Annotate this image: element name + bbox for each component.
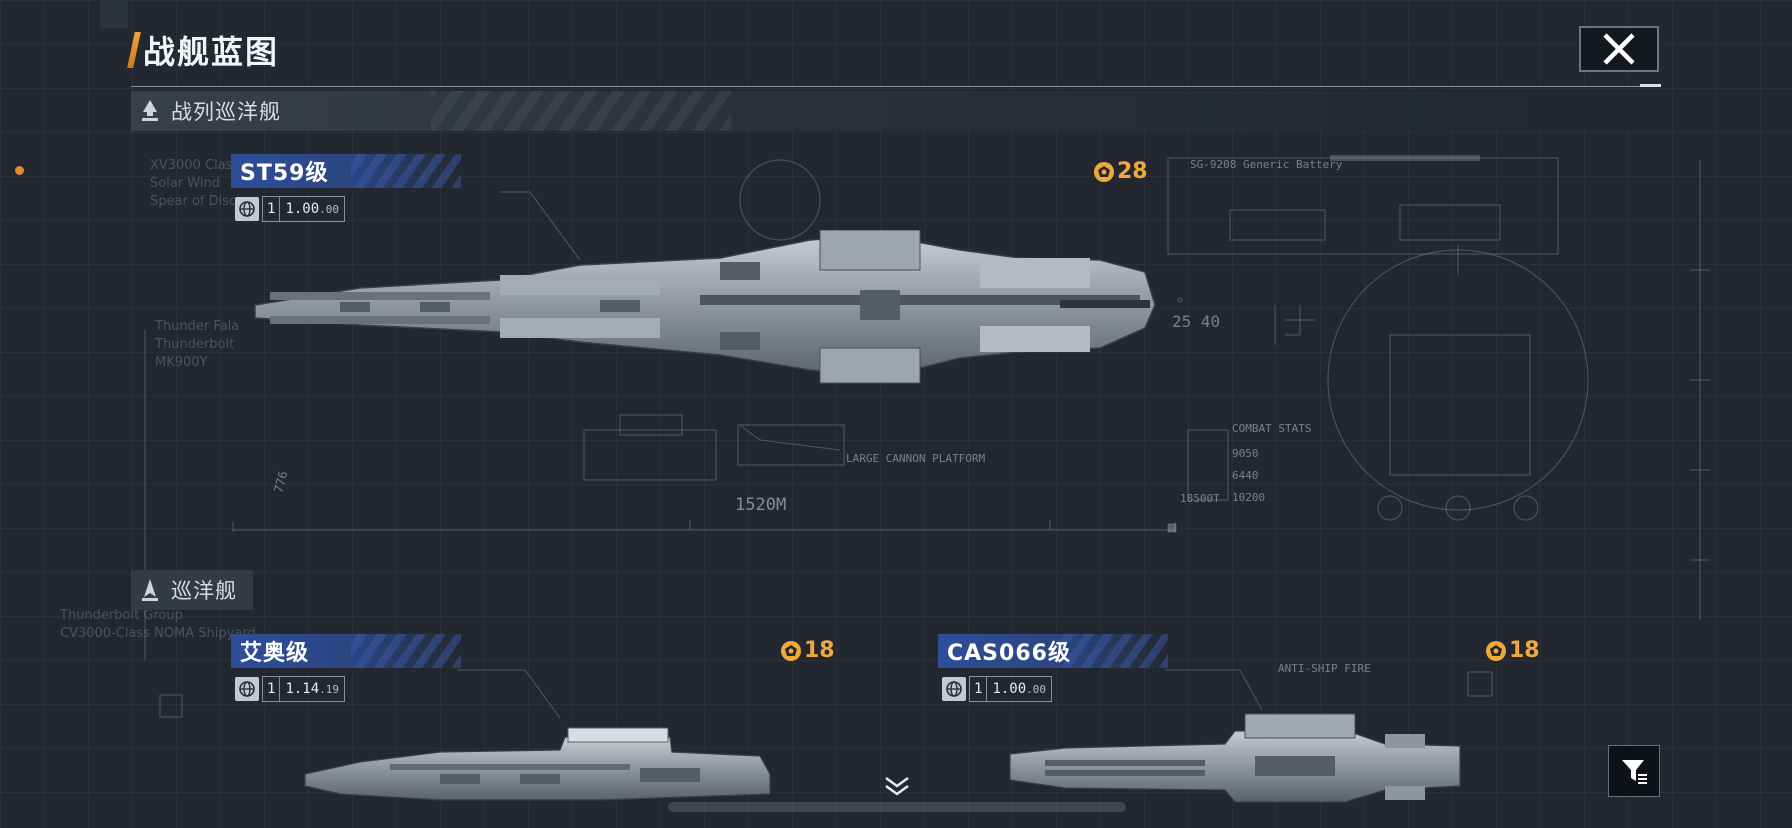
page-title: 战舰蓝图: [143, 33, 280, 71]
ship-card-cas066[interactable]: CAS066级 1 1.00.00 18: [938, 634, 1540, 824]
ship-rank: 1: [263, 677, 281, 701]
ship-meta: 1 1.00.00: [942, 676, 1053, 702]
ship-render-cas066: [1009, 713, 1461, 803]
globe-icon: [942, 677, 966, 701]
scroll-indicator[interactable]: [668, 802, 1126, 812]
ship-cost-value: 28: [1117, 159, 1148, 184]
ghost-text-top: XV3000 Class Solar Wind Spear of Disc: [150, 158, 240, 209]
ghost-text-mid: Thunder Fala Thunderbolt MK900Y: [155, 319, 240, 370]
ship-name-plate: 艾奥级: [231, 634, 461, 668]
ghost-text-bottom: Thunderbolt Group CV3000-Class NOMA Ship…: [60, 608, 256, 641]
ship-name: 艾奥级: [240, 641, 310, 666]
ship-cost: 18: [1485, 638, 1540, 663]
ship-rank: 1: [263, 197, 281, 221]
header-divider: [131, 86, 1661, 87]
combat-stats-label: COMBAT STATS: [1232, 422, 1312, 435]
stat-c: 10200: [1232, 491, 1266, 504]
ship-cost: 28: [1093, 159, 1148, 184]
blueprint-token-icon: [1486, 640, 1506, 661]
blueprint-token-icon: [1094, 161, 1114, 182]
cruiser-class-icon: [142, 579, 158, 601]
ship-version-box: 1 1.00.00: [262, 196, 346, 222]
anti-ship-label: ANTI-SHIP FIRE: [1278, 662, 1371, 675]
corner-tab: [100, 0, 128, 28]
ship-version: 1.00.00: [992, 680, 1047, 697]
chevron-down-icon[interactable]: [883, 774, 911, 798]
cannon-label: LARGE CANNON PLATFORM: [846, 452, 986, 465]
section-cruiser-label: 巡洋舰: [171, 579, 237, 603]
notification-dot: [15, 166, 24, 175]
ship-card-aio[interactable]: 艾奥级 1 1.14.19 18: [231, 634, 835, 824]
globe-icon: [235, 197, 259, 221]
ship-version-box: 1 1.00.00: [969, 676, 1053, 702]
header-divider-tick: [1640, 84, 1661, 87]
angle-readout: 25 40: [1172, 312, 1221, 331]
ship-version-box: 1 1.14.19: [262, 676, 346, 702]
filter-button[interactable]: [1608, 745, 1660, 797]
battery-label: SG-9208 Generic Battery: [1190, 158, 1343, 171]
ship-render-st59: [254, 230, 1156, 384]
ship-version: 1.00.00: [285, 200, 340, 217]
section-battlecruiser-label: 战列巡洋舰: [171, 100, 281, 124]
close-icon: [1603, 33, 1635, 65]
ship-name: CAS066级: [947, 641, 1071, 666]
ship-render-aio: [304, 727, 771, 801]
section-cruiser-tag: 巡洋舰: [131, 570, 253, 610]
mass-readout: 18500T: [1180, 492, 1220, 505]
globe-icon: [235, 677, 259, 701]
ship-length: 1520M: [735, 495, 787, 515]
ship-meta: 1 1.14.19: [235, 676, 346, 702]
ship-card-st59[interactable]: ST59级 1 1.00.00 28: [231, 154, 1151, 534]
ship-cost-value: 18: [804, 638, 835, 663]
filter-icon: [1622, 760, 1647, 784]
section-stripes: [431, 91, 731, 131]
section-battlecruiser-bar: 战列巡洋舰: [131, 91, 1661, 131]
ship-cost: 18: [780, 638, 835, 663]
ship-meta: 1 1.00.00: [235, 196, 346, 222]
ship-rank: 1: [970, 677, 988, 701]
ship-name: ST59级: [240, 161, 329, 186]
close-button[interactable]: [1579, 26, 1659, 72]
stat-a: 9050: [1232, 447, 1259, 460]
page-header: 战舰蓝图: [127, 30, 280, 71]
battlecruiser-class-icon: [142, 100, 158, 121]
ship-cost-value: 18: [1509, 638, 1540, 663]
stat-b: 6440: [1232, 469, 1259, 482]
ship-name-plate: CAS066级: [938, 634, 1168, 668]
ship-version: 1.14.19: [285, 680, 340, 697]
blueprint-token-icon: [781, 640, 801, 661]
ship-name-plate: ST59级: [231, 154, 461, 188]
